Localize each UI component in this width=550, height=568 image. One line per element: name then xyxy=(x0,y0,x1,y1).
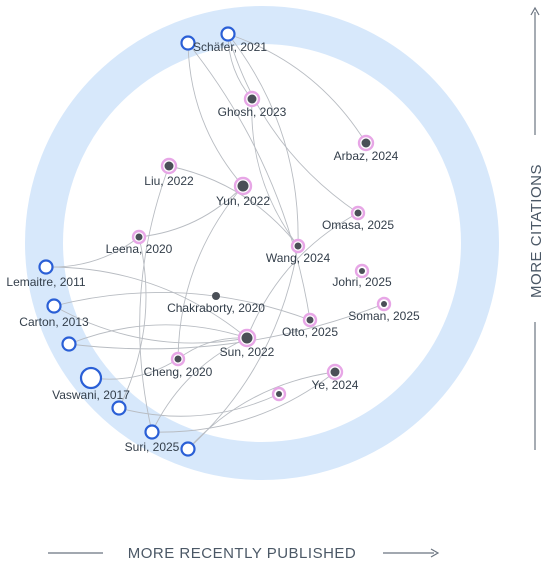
paper-node-soman2025[interactable] xyxy=(376,296,392,312)
paper-node-vaswani2017[interactable] xyxy=(79,366,103,390)
paper-node-circle[interactable] xyxy=(38,259,54,275)
citation-edge xyxy=(177,185,244,360)
paper-label-omasa2025: Omasa, 2025 xyxy=(322,218,394,232)
citation-edge xyxy=(251,98,299,247)
paper-node-circle[interactable] xyxy=(61,336,77,352)
paper-node-arbaz2024[interactable] xyxy=(357,134,375,152)
paper-node-circle[interactable] xyxy=(79,366,103,390)
citation-edge xyxy=(151,371,336,433)
paper-label-cheng2020: Cheng, 2020 xyxy=(144,365,213,379)
citation-edge xyxy=(45,266,248,339)
citation-edge xyxy=(227,33,299,247)
paper-node-unlabeled_c[interactable] xyxy=(180,441,196,457)
citation-edge xyxy=(187,42,244,187)
paper-node-lemaitre2011[interactable] xyxy=(38,259,54,275)
citation-edge xyxy=(68,324,248,345)
paper-label-sun2022: Sun, 2022 xyxy=(220,345,275,359)
paper-node-dot[interactable] xyxy=(359,268,365,274)
paper-node-liu2022[interactable] xyxy=(160,157,178,175)
paper-label-liu2022: Liu, 2022 xyxy=(144,174,194,188)
citation-edge xyxy=(227,33,359,214)
x-axis-indicator: MORE RECENTLY PUBLISHED xyxy=(48,545,440,562)
paper-node-dot[interactable] xyxy=(212,292,220,300)
citation-edge xyxy=(187,42,311,321)
paper-node-unlabeled_e[interactable] xyxy=(271,386,287,402)
paper-node-dot[interactable] xyxy=(294,242,302,250)
paper-node-dot[interactable] xyxy=(276,391,282,397)
paper-node-yun2022[interactable] xyxy=(233,176,253,196)
arrow-up-icon xyxy=(530,6,540,16)
citation-edge xyxy=(68,303,385,350)
paper-label-leena2020: Leena, 2020 xyxy=(106,242,173,256)
paper-node-dot[interactable] xyxy=(135,233,143,241)
paper-label-schafer2021: Schäfer, 2021 xyxy=(193,40,267,54)
citation-edge xyxy=(138,185,244,238)
paper-label-vaswani2017: Vaswani, 2017 xyxy=(52,388,130,402)
paper-node-carton2013[interactable] xyxy=(46,298,62,314)
paper-node-sun2022[interactable] xyxy=(237,328,257,348)
paper-label-carton2013: Carton, 2013 xyxy=(19,315,89,329)
paper-node-omasa2025[interactable] xyxy=(350,205,366,221)
paper-node-circle[interactable] xyxy=(180,441,196,457)
paper-node-circle[interactable] xyxy=(46,298,62,314)
citation-edge xyxy=(53,305,248,344)
paper-node-wang2024[interactable] xyxy=(290,238,306,254)
citation-edge xyxy=(227,33,367,144)
paper-node-dot[interactable] xyxy=(361,138,371,148)
paper-label-soman2025: Soman, 2025 xyxy=(348,309,420,323)
paper-node-dot[interactable] xyxy=(174,355,182,363)
paper-node-dot[interactable] xyxy=(237,180,249,192)
paper-label-ghosh2023: Ghosh, 2023 xyxy=(218,105,287,119)
citation-edge xyxy=(118,236,147,409)
paper-node-johri2025[interactable] xyxy=(354,263,370,279)
paper-node-chakraborty2020[interactable] xyxy=(212,292,220,300)
citation-edge xyxy=(53,291,311,321)
paper-node-circle[interactable] xyxy=(220,26,236,42)
paper-label-suri2025: Suri, 2025 xyxy=(125,440,180,454)
paper-node-dot[interactable] xyxy=(354,209,362,217)
paper-node-suri2025[interactable] xyxy=(144,424,160,440)
paper-node-circle[interactable] xyxy=(144,424,160,440)
paper-node-unlabeled_b[interactable] xyxy=(61,336,77,352)
paper-node-unlabeled_a[interactable] xyxy=(180,35,196,51)
arrow-right-icon xyxy=(430,548,440,558)
paper-node-leena2020[interactable] xyxy=(131,229,147,245)
paper-node-cheng2020[interactable] xyxy=(170,351,186,367)
y-axis-label: MORE CITATIONS xyxy=(528,164,545,298)
paper-node-dot[interactable] xyxy=(306,316,314,324)
paper-node-schafer2021[interactable] xyxy=(220,26,236,42)
paper-node-unlabeled_d[interactable] xyxy=(111,400,127,416)
citation-edge xyxy=(118,393,280,417)
paper-label-wang2024: Wang, 2024 xyxy=(266,251,331,265)
citation-edge xyxy=(187,371,336,450)
paper-label-yun2022: Yun, 2022 xyxy=(216,194,270,208)
paper-node-dot[interactable] xyxy=(164,161,174,171)
paper-node-ye2024[interactable] xyxy=(326,363,344,381)
paper-label-johri2025: Johri, 2025 xyxy=(332,275,392,289)
paper-node-circle[interactable] xyxy=(180,35,196,51)
paper-label-lemaitre2011: Lemaitre, 2011 xyxy=(6,275,85,289)
citation-ring xyxy=(25,6,499,480)
paper-node-ghosh2023[interactable] xyxy=(243,90,261,108)
citation-edge xyxy=(246,212,359,339)
paper-label-ye2024: Ye, 2024 xyxy=(312,378,359,392)
paper-node-dot[interactable] xyxy=(381,301,387,307)
paper-label-chakraborty2020: Chakraborty, 2020 xyxy=(167,301,265,315)
paper-label-otto2025: Otto, 2025 xyxy=(282,325,338,339)
citation-edge xyxy=(139,165,170,433)
paper-node-dot[interactable] xyxy=(247,94,257,104)
paper-node-dot[interactable] xyxy=(330,367,340,377)
y-axis-indicator: MORE CITATIONS xyxy=(528,6,545,450)
paper-node-dot[interactable] xyxy=(241,332,253,344)
paper-label-arbaz2024: Arbaz, 2024 xyxy=(334,149,399,163)
paper-node-otto2025[interactable] xyxy=(302,312,318,328)
x-axis-label: MORE RECENTLY PUBLISHED xyxy=(128,545,357,562)
paper-node-circle[interactable] xyxy=(111,400,127,416)
citation-edge xyxy=(151,337,248,433)
